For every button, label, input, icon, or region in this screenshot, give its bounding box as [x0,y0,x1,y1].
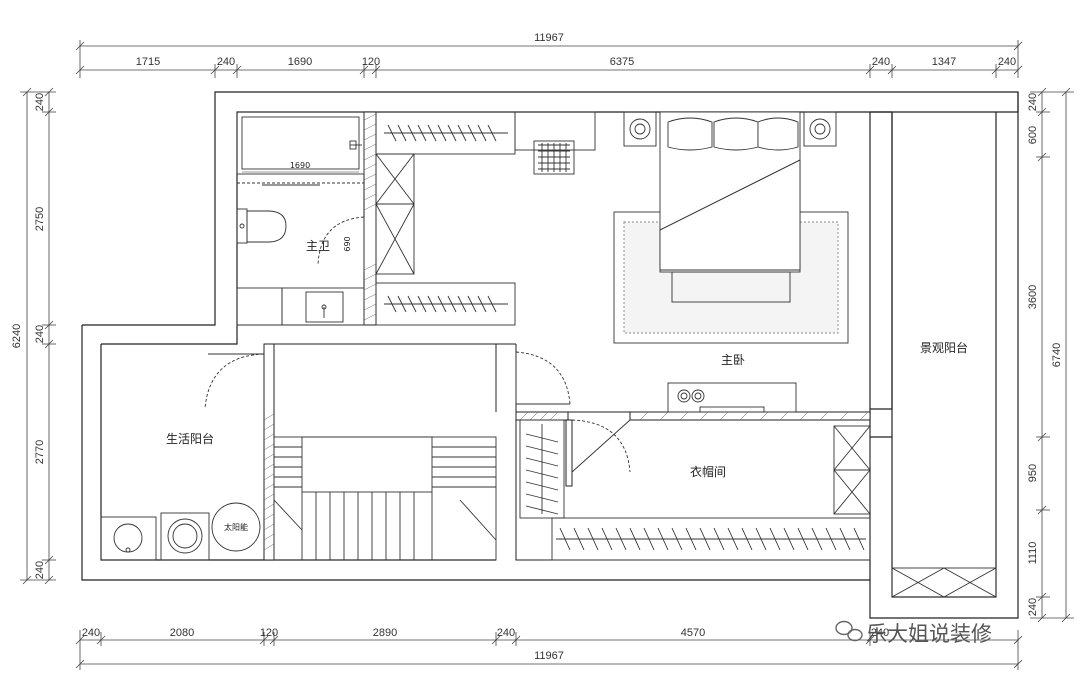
left-dim-2: 2750 [34,207,46,231]
right-total-dimension: 6740 [1051,343,1063,367]
right-dimension-lines [1030,87,1074,623]
left-total-dimension: 6240 [11,324,23,348]
room-label-view-balcony: 景观阳台 [920,340,968,355]
room-label-master-bath: 主卫 [306,239,330,253]
right-dim-3: 3600 [1027,285,1039,309]
top-dim-4: 120 [362,56,380,68]
bottom-dim-7: 240 [871,627,889,639]
bedroom-door [515,351,571,405]
bath-width-label: 1690 [290,161,310,170]
cloakroom-closets [519,419,871,561]
top-dim-2: 240 [217,56,235,68]
bathroom-fixtures [236,111,365,326]
room-label-service-balcony: 生活阳台 [166,431,214,446]
left-dim-3: 240 [34,325,46,343]
bottom-total-dimension: 11967 [534,650,564,662]
room-label-cloakroom: 衣帽间 [690,464,726,479]
watermark-text: 乐大姐说装修 [866,622,992,646]
bottom-dim-2: 2080 [170,627,194,639]
top-dim-6: 240 [872,56,890,68]
top-dim-7: 1347 [932,56,956,68]
top-dim-8: 240 [998,56,1016,68]
exterior-walls [81,91,1019,619]
top-dim-3: 1690 [288,56,312,68]
left-dim-1: 240 [34,93,46,111]
bottom-dim-1: 240 [82,627,100,639]
staircase [273,436,497,561]
bottom-dim-4: 2890 [373,627,397,639]
left-dim-5: 240 [34,561,46,579]
wechat-icon [835,620,863,642]
right-dim-4: 950 [1027,464,1039,482]
bottom-dim-5: 240 [497,627,515,639]
top-dim-1: 1715 [136,56,160,68]
right-dim-2: 600 [1027,126,1039,144]
bottom-dim-3: 120 [260,627,278,639]
right-dim-5: 1110 [1027,542,1039,565]
room-label-master-bedroom: 主卧 [721,353,745,367]
left-dim-4: 2770 [34,440,46,464]
door-width-label: 690 [343,236,352,251]
top-total-dimension: 11967 [534,32,564,44]
right-dim-6: 240 [1027,598,1039,616]
top-dimension-lines [75,40,1023,78]
bottom-dim-6: 4570 [681,627,705,639]
master-bed [613,111,849,344]
tv-cabinet [667,382,797,413]
hall-wardrobes [375,111,596,326]
top-dim-5: 6375 [610,56,634,68]
service-balcony-fixtures [100,353,265,561]
balcony-planter [891,567,997,598]
wall-hatching [263,113,869,551]
right-dim-1: 240 [1027,93,1039,111]
left-dimension-lines [20,87,56,585]
label-water-heater: 太阳能 [224,522,248,532]
watermark: 乐大姐说装修 [835,620,992,646]
bottom-dimension-lines [75,630,1023,670]
